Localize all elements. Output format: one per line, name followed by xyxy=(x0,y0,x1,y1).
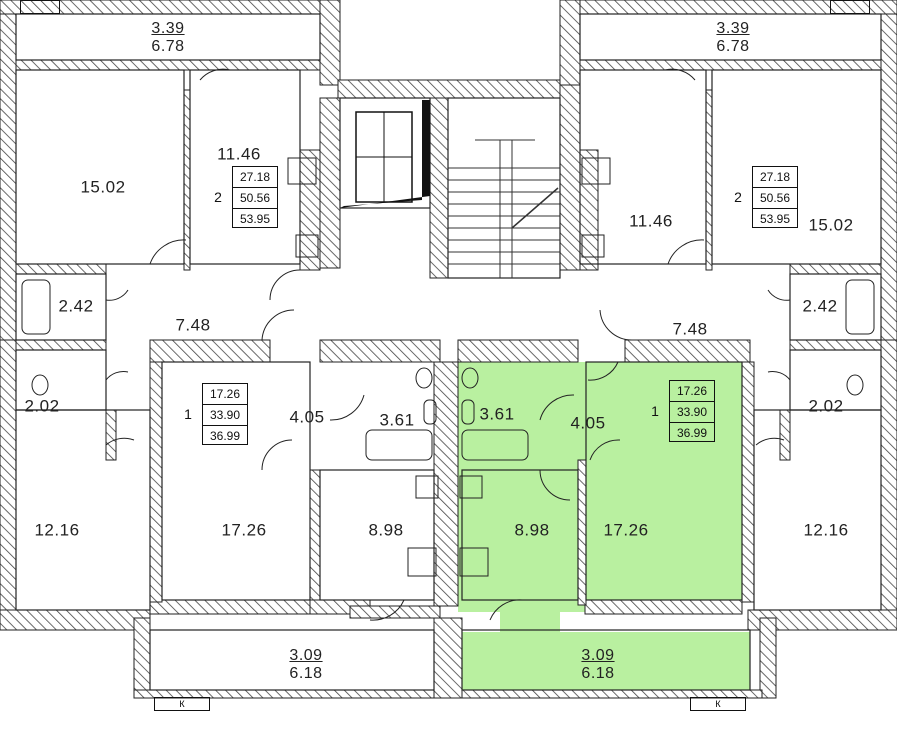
doors xyxy=(105,68,791,621)
room-count: 1 xyxy=(651,403,659,419)
gross-area: 36.99 xyxy=(676,426,708,440)
room-area: 11.46 xyxy=(629,211,673,231)
room-area: 12.16 xyxy=(803,520,849,540)
room-area: 8.98 xyxy=(514,520,550,540)
room-area: 7.48 xyxy=(175,315,211,335)
total-area: 33.90 xyxy=(670,402,714,423)
room-area: 15.02 xyxy=(808,215,854,235)
room-area: 2.02 xyxy=(24,396,60,416)
conditioner-mark xyxy=(20,0,60,14)
balcony-top-right-coef: 6.78 xyxy=(716,38,750,55)
room-area: 12.16 xyxy=(34,520,80,540)
room-area: 17.26 xyxy=(221,520,267,540)
highlighted-apartment xyxy=(458,362,750,690)
gross-area: 53.95 xyxy=(759,212,791,226)
stair-treads xyxy=(448,139,560,278)
room-area: 2.42 xyxy=(58,296,94,316)
living-area: 17.26 xyxy=(203,384,247,405)
room-count: 1 xyxy=(184,406,192,422)
room-outlines xyxy=(15,13,882,691)
room-count: 2 xyxy=(734,189,742,205)
room-area: 7.48 xyxy=(672,319,708,339)
total-area: 33.90 xyxy=(203,405,247,426)
room-area: 3.61 xyxy=(379,410,415,430)
fixtures xyxy=(21,157,875,577)
room-count: 2 xyxy=(214,189,222,205)
room-area: 8.98 xyxy=(368,520,404,540)
balcony-bottom-right-area: 3.09 xyxy=(581,647,615,664)
balcony-top-left-coef: 6.78 xyxy=(151,38,185,55)
balcony-bottom-left-coef: 6.18 xyxy=(289,665,323,682)
elevator xyxy=(340,100,430,208)
living-area: 27.18 xyxy=(753,167,797,188)
gross-area: 36.99 xyxy=(209,429,241,443)
room-area: 4.05 xyxy=(289,407,325,427)
gross-area: 53.95 xyxy=(239,212,271,226)
room-area: 11.46 xyxy=(217,144,261,164)
room-area: 3.61 xyxy=(479,404,515,424)
walls xyxy=(0,0,897,699)
balcony-bottom-left-area: 3.09 xyxy=(289,647,323,664)
room-area: 2.02 xyxy=(808,396,844,416)
room-area: 4.05 xyxy=(570,413,606,433)
living-area: 17.26 xyxy=(670,381,714,402)
living-area: 27.18 xyxy=(233,167,277,188)
conditioner-mark xyxy=(830,0,870,14)
balcony-top-left-area: 3.39 xyxy=(151,20,185,37)
total-area: 50.56 xyxy=(753,188,797,209)
balcony-bottom-right-coef: 6.18 xyxy=(581,665,615,682)
room-area: 17.26 xyxy=(603,520,649,540)
room-area: 15.02 xyxy=(80,177,126,197)
total-area: 50.56 xyxy=(233,188,277,209)
conditioner-mark: К xyxy=(690,697,746,711)
balcony-top-right-area: 3.39 xyxy=(716,20,750,37)
conditioner-mark: К xyxy=(154,697,210,711)
room-area: 2.42 xyxy=(802,296,838,316)
